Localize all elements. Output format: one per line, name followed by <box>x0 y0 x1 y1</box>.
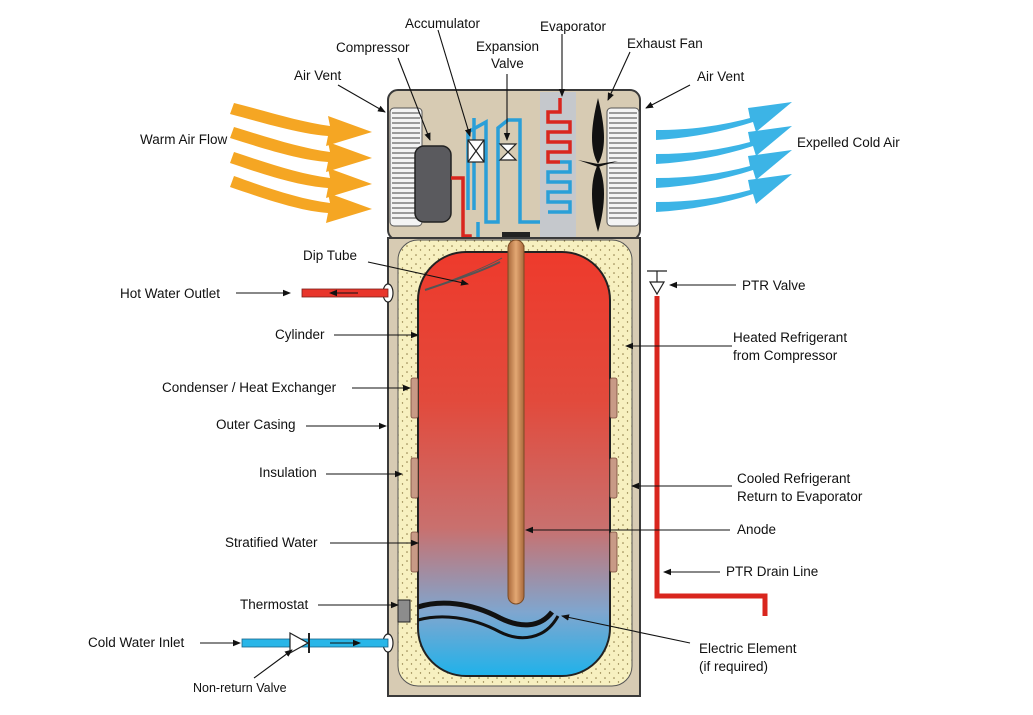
anode <box>507 239 525 605</box>
label-heated-refrigerant-line1: Heated Refrigerant <box>733 330 847 345</box>
labels: Accumulator Evaporator Compressor Expans… <box>88 16 900 695</box>
label-ptr-drain-line: PTR Drain Line <box>726 564 818 579</box>
label-accumulator: Accumulator <box>405 16 481 31</box>
label-stratified-water: Stratified Water <box>225 535 318 550</box>
label-ptr-valve: PTR Valve <box>742 278 806 293</box>
label-thermostat: Thermostat <box>240 597 309 612</box>
label-air-vent-right: Air Vent <box>697 69 745 84</box>
label-cooled-refrigerant-line2: Return to Evaporator <box>737 489 863 504</box>
warm-air-flow-arrows <box>230 103 372 223</box>
label-evaporator: Evaporator <box>540 19 607 34</box>
water-tank <box>382 237 641 697</box>
cold-water-inlet-pipe <box>241 631 389 655</box>
label-condenser: Condenser / Heat Exchanger <box>162 380 337 395</box>
label-outer-casing: Outer Casing <box>216 417 296 432</box>
label-compressor: Compressor <box>336 40 410 55</box>
label-dip-tube: Dip Tube <box>303 248 357 263</box>
label-anode: Anode <box>737 522 776 537</box>
label-expansion-valve-line1: Expansion <box>476 39 539 54</box>
label-cooled-refrigerant-line1: Cooled Refrigerant <box>737 471 851 486</box>
hot-water-outlet-pipe <box>301 288 389 298</box>
label-electric-element-line1: Electric Element <box>699 641 797 656</box>
expansion-valve-symbol <box>498 143 518 161</box>
label-electric-element-line2: (if required) <box>699 659 768 674</box>
ptr-valve-and-drain <box>647 270 768 616</box>
non-return-valve <box>289 631 310 655</box>
label-heated-refrigerant-line2: from Compressor <box>733 348 838 363</box>
electric-element <box>417 615 560 640</box>
compressor <box>414 145 452 223</box>
label-cold-water-inlet: Cold Water Inlet <box>88 635 185 650</box>
label-cylinder: Cylinder <box>275 327 325 342</box>
exhaust-fan <box>578 98 618 232</box>
label-non-return-valve: Non-return Valve <box>193 681 287 695</box>
leader-lines <box>200 29 736 679</box>
label-expansion-valve-line2: Valve <box>491 56 524 71</box>
label-expelled-cold-air: Expelled Cold Air <box>797 135 900 150</box>
label-warm-air-flow: Warm Air Flow <box>140 132 227 147</box>
expelled-cold-air-arrows <box>656 102 792 212</box>
label-hot-water-outlet: Hot Water Outlet <box>120 286 220 301</box>
label-insulation: Insulation <box>259 465 317 480</box>
label-exhaust-fan: Exhaust Fan <box>627 36 703 51</box>
dip-tube-cap <box>502 232 530 238</box>
label-air-vent-left: Air Vent <box>294 68 342 83</box>
accumulator-symbol <box>467 139 485 163</box>
right-air-vent <box>606 107 640 227</box>
thermostat <box>397 599 411 623</box>
